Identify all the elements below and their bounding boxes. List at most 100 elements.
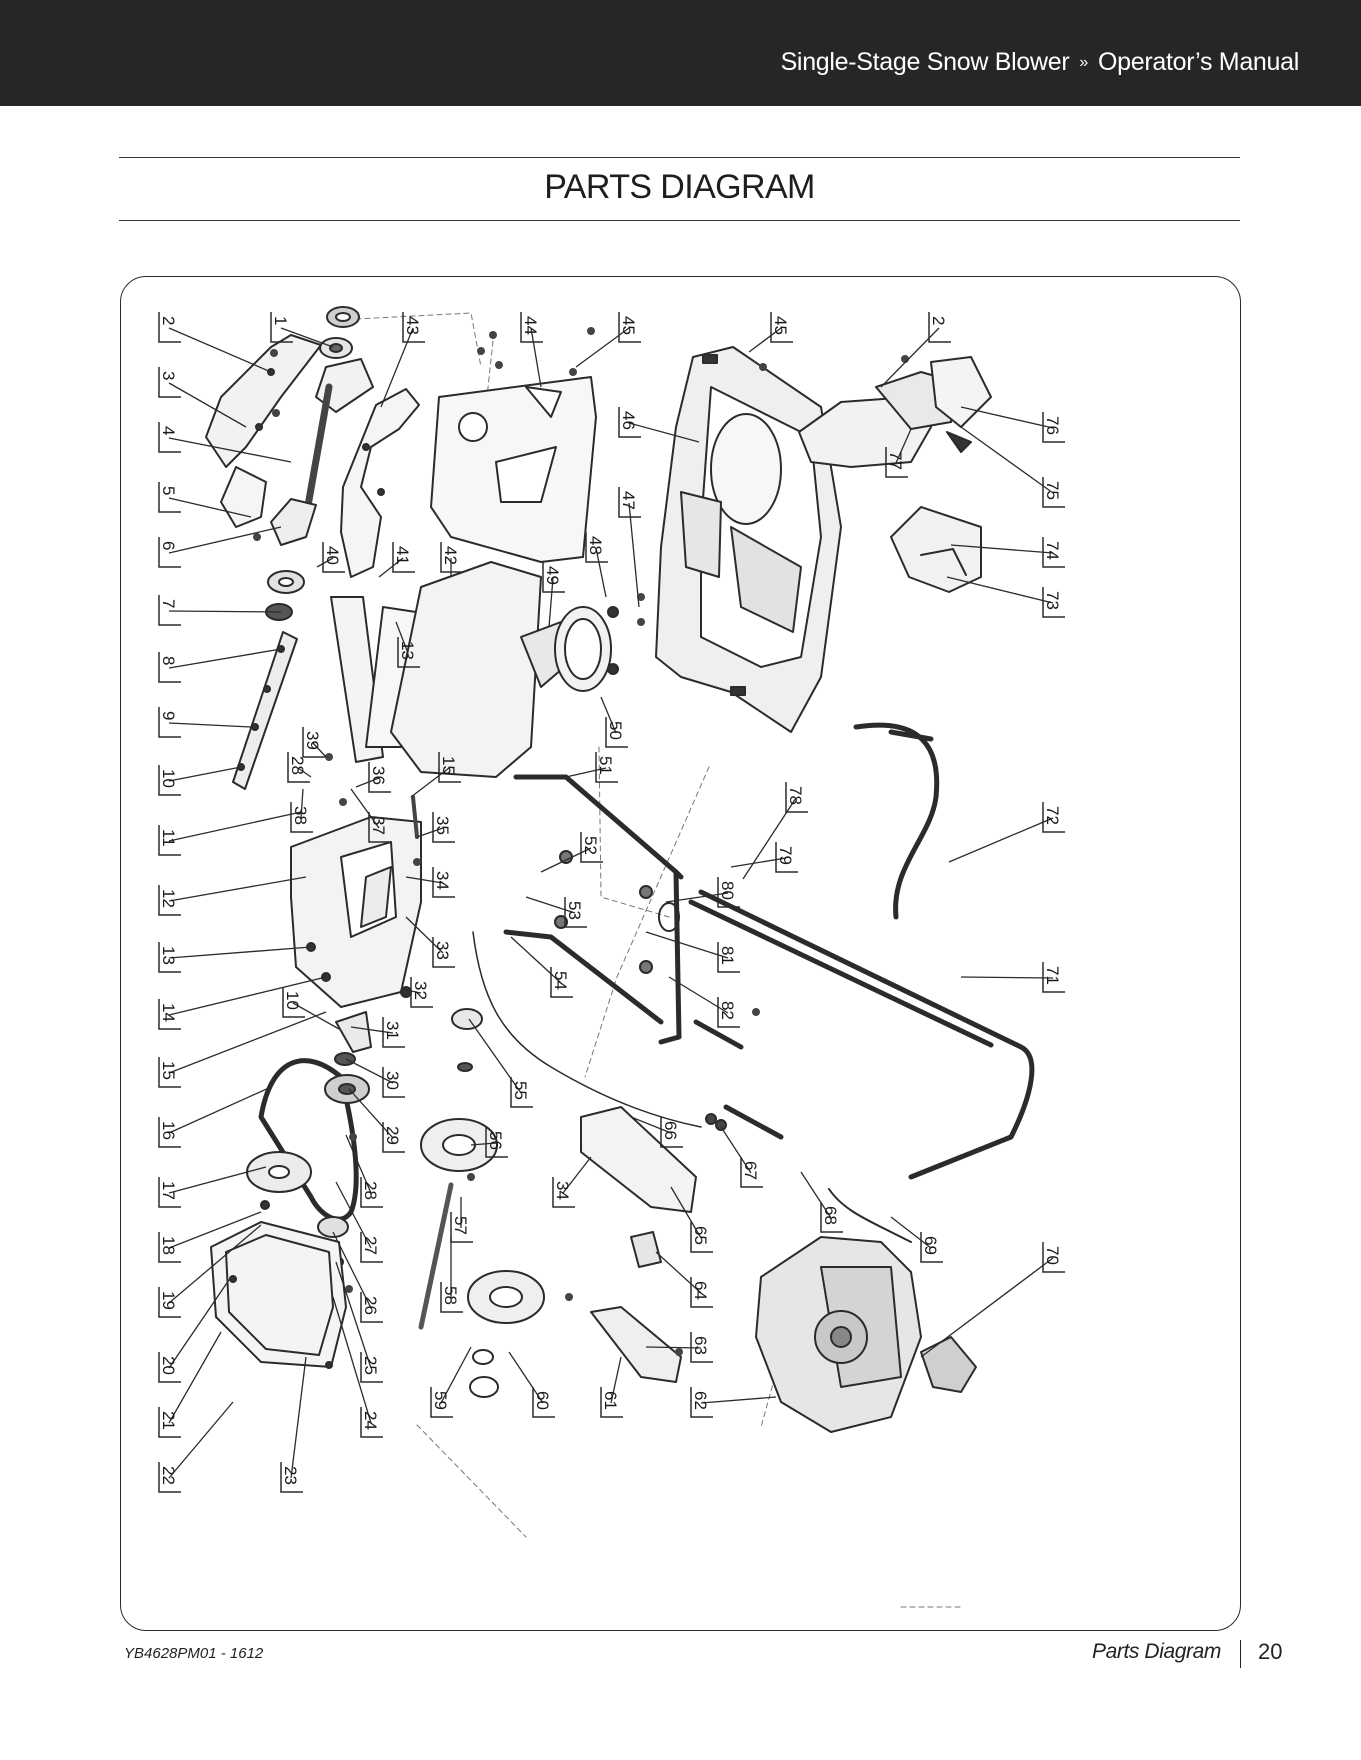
callout-label: 25 [361,1356,380,1375]
callout-45: 45 [575,312,641,368]
callout-label: 34 [553,1181,572,1200]
callout-label: 55 [511,1081,530,1100]
callout-53: 53 [525,896,587,928]
callout-33: 33 [405,916,455,968]
leader-line [960,406,1054,429]
callout-bracket [158,1177,181,1208]
callout-76: 76 [960,406,1065,443]
callout-4: 4 [158,422,292,463]
leader-line [168,722,252,728]
callout-60: 60 [508,1351,555,1418]
callout-bracket [532,1387,555,1418]
callout-34: 34 [405,867,455,898]
leader-line [332,1296,372,1424]
title-rule-bottom [119,220,1240,221]
callout-label: 35 [433,816,452,835]
callout-bracket [158,707,181,738]
callout-label: 2 [929,316,948,325]
callout-label: 62 [691,1391,710,1410]
callout-bracket [690,1277,713,1308]
leader-line [300,788,304,819]
leader-line [168,876,307,902]
leader-line [468,1018,522,1094]
callout-bracket [360,1232,383,1263]
callout-24: 24 [332,1296,383,1438]
callout-68: 68 [800,1171,843,1233]
callout-2: 2 [158,312,272,373]
leader-line [470,1142,497,1146]
callout-label: 28 [361,1181,380,1200]
callout-label: 56 [486,1131,505,1150]
callout-9: 9 [158,707,252,738]
callout-label: 52 [581,836,600,855]
callout-label: 2 [159,316,178,325]
callout-label: 9 [159,711,178,720]
page-number: 20 [1258,1639,1283,1664]
callout-label: 50 [606,721,625,740]
callout-57: 57 [450,1197,473,1243]
header-title: Single-Stage Snow Blower»Operator’s Manu… [781,48,1300,77]
callout-bracket [158,652,181,683]
leader-line [730,857,787,868]
callout-38: 38 [290,788,313,833]
leader-line [950,544,1054,554]
callout-label: 73 [1043,591,1062,610]
callout-6: 6 [158,526,282,568]
callout-label: 72 [1043,806,1062,825]
leader-line [168,1011,327,1074]
callout-label: 76 [1043,416,1062,435]
callout-26: 26 [332,1231,383,1323]
parts-diagram-drawing: 1234567891011121314151617181920212223242… [158,306,1065,1608]
callout-77: 77 [885,428,912,478]
callout-47: 47 [618,487,641,608]
callout-label: 60 [533,1391,552,1410]
callout-bracket [158,999,181,1030]
callout-label: 10 [283,991,302,1010]
leader-line [960,426,1054,494]
leader-line [670,1186,702,1239]
callout-13: 13 [158,942,312,973]
callout-label: 67 [741,1161,760,1180]
callout-bracket [402,312,425,343]
callout-39: 39 [302,727,327,758]
leader-line [948,817,1054,863]
leader-line [168,437,292,463]
callout-15: 15 [410,752,461,798]
leader-line [168,766,242,782]
callout-bracket [552,1177,575,1208]
leader-line [946,576,1054,604]
leader-line [348,1088,394,1139]
callout-bracket [438,752,461,783]
callout-bracket [440,1282,463,1313]
leader-line [345,1134,372,1194]
main-housing [655,346,842,733]
callout-bracket [158,942,181,973]
leader-line [562,1156,592,1194]
callout-label: 65 [691,1226,710,1245]
callout-label: 53 [565,901,584,920]
callout-bracket [1042,1242,1065,1273]
callout-label: 63 [691,1336,710,1355]
callout-bracket [580,832,603,863]
callout-bracket [564,897,587,928]
callout-61: 61 [600,1356,623,1418]
callout-bracket [542,562,565,593]
callout-32: 32 [400,977,433,1008]
callout-27: 27 [335,1181,383,1263]
callout-label: 66 [661,1121,680,1140]
header-bar: Single-Stage Snow Blower»Operator’s Manu… [0,0,1361,106]
callout-bracket [550,967,573,998]
callout-label: 12 [159,889,178,908]
callout-70: 70 [920,1242,1065,1358]
parts-artwork [205,306,1035,1608]
callout-10: 10 [282,987,340,1030]
housing-panels [330,376,619,778]
callout-72: 72 [948,802,1065,863]
callout-78: 78 [742,782,808,880]
leader-line [595,547,607,598]
callout-bracket [158,1407,181,1438]
leader-line [628,502,640,608]
callout-79: 79 [730,842,798,873]
leader-line [335,1181,372,1249]
callout-bracket [158,1352,181,1383]
